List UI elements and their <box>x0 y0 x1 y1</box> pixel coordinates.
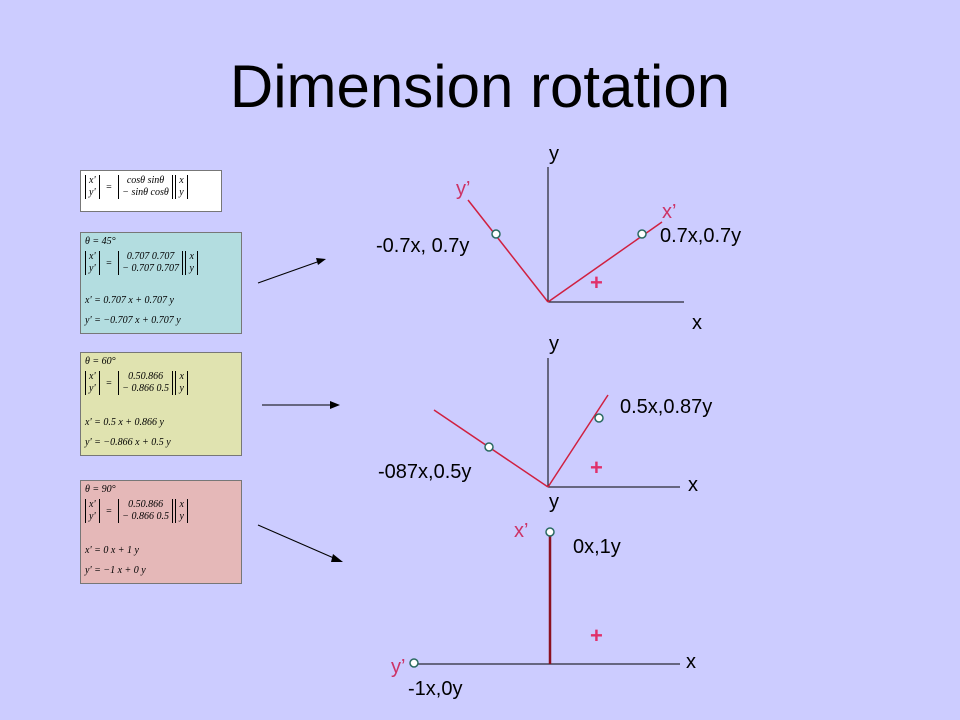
d60-x-axis-label: x <box>688 474 698 496</box>
matrix-bottom: − 0.866 0.5 <box>122 383 169 394</box>
matrix-top: cosθ sinθ <box>126 175 165 186</box>
equation-y-prime: y' = −0.866 x + 0.5 y <box>85 437 171 448</box>
d60-y-axis-label: y <box>549 333 559 355</box>
lhs-vector: x' y' <box>85 499 100 523</box>
d90-left-point-label: -1x,0y <box>408 678 463 700</box>
rhs-top: x <box>189 251 194 262</box>
d60-right-point-marker <box>594 413 604 423</box>
rhs-top: x <box>179 499 184 510</box>
matrix-bottom: − 0.707 0.707 <box>122 263 179 274</box>
rhs-bottom: y <box>179 511 184 522</box>
rotation-matrix: 0.707 0.707 − 0.707 0.707 <box>118 251 183 275</box>
d45-x-prime-label: x’ <box>662 201 677 223</box>
rhs-bottom: y <box>189 263 194 274</box>
lhs-top: x' <box>89 499 96 510</box>
rhs-vector: x y <box>175 371 188 395</box>
lhs-vector: x' y' <box>85 371 100 395</box>
arrow-90 <box>257 524 337 560</box>
matrix-top: 0.50.866 <box>128 371 164 382</box>
d45-right-point-marker <box>637 229 647 239</box>
arrow-45 <box>257 260 321 284</box>
theta-label: θ = 45° <box>85 236 116 247</box>
theta-label: θ = 60° <box>85 356 116 367</box>
arrow-90-head <box>331 554 343 562</box>
rhs-vector: x y <box>175 499 188 523</box>
d90-plus-sign: + <box>590 623 603 648</box>
rotation-matrix: cosθ sinθ − sinθ cosθ <box>118 175 173 199</box>
d90-y-prime-label: y’ <box>391 656 406 678</box>
d45-y-axis-label: y <box>549 143 559 165</box>
d90-y-axis-label: y <box>549 491 559 513</box>
lhs-bottom: y' <box>89 263 96 274</box>
arrow-45-head <box>316 258 326 265</box>
d60-left-point-label: -087x,0.5y <box>378 461 472 483</box>
d45-left-point-label: -0.7x, 0.7y <box>376 235 470 257</box>
d60-right-point-label: 0.5x,0.87y <box>620 396 713 418</box>
lhs-top: x' <box>89 251 96 262</box>
formula-box-60: θ = 60° x' y' = 0.50.866 − 0.866 0.5 x y… <box>80 352 242 456</box>
d45-left-point-marker <box>491 229 501 239</box>
equals-sign: = <box>106 505 112 517</box>
lhs-top: x' <box>89 175 96 186</box>
slide-title: Dimension rotation <box>229 53 731 120</box>
rhs-vector: x y <box>175 175 188 199</box>
formula-box-general: x' y' = cosθ sinθ − sinθ cosθ x y <box>80 170 222 212</box>
rhs-bottom: y <box>179 187 184 198</box>
lhs-bottom: y' <box>89 383 96 394</box>
equals-sign: = <box>106 257 112 269</box>
equation-y-prime: y' = −0.707 x + 0.707 y <box>85 315 181 326</box>
equation-x-prime: x' = 0.5 x + 0.866 y <box>85 417 164 428</box>
lhs-bottom: y' <box>89 187 96 198</box>
lhs-bottom: y' <box>89 511 96 522</box>
arrow-60-head <box>330 401 340 409</box>
matrix-bottom: − sinθ cosθ <box>122 187 169 198</box>
d60-plus-sign: + <box>590 455 603 480</box>
d90-left-point-marker <box>409 658 419 668</box>
d90-x-prime-label: x’ <box>514 520 529 542</box>
d60-left-point-marker <box>484 442 494 452</box>
d45-right-point-label: 0.7x,0.7y <box>660 225 742 247</box>
d90-x-axis-label: x <box>686 651 696 673</box>
equation-x-prime: x' = 0.707 x + 0.707 y <box>85 295 174 306</box>
d60-x-prime-axis <box>547 394 609 488</box>
lhs-vector: x' y' <box>85 251 100 275</box>
d45-plus-sign: + <box>590 270 603 295</box>
d45-y-prime-label: y’ <box>456 178 471 200</box>
formula-box-90: θ = 90° x' y' = 0.50.866 − 0.866 0.5 x y… <box>80 480 242 584</box>
d90-top-point-label: 0x,1y <box>573 536 621 558</box>
theta-label: θ = 90° <box>85 484 116 495</box>
equation-y-prime: y' = −1 x + 0 y <box>85 565 146 576</box>
matrix-bottom: − 0.866 0.5 <box>122 511 169 522</box>
rotation-matrix: 0.50.866 − 0.866 0.5 <box>118 371 173 395</box>
lhs-top: x' <box>89 371 96 382</box>
matrix-top: 0.50.866 <box>128 499 164 510</box>
lhs-vector: x' y' <box>85 175 100 199</box>
formula-box-45: θ = 45° x' y' = 0.707 0.707 − 0.707 0.70… <box>80 232 242 334</box>
rotation-matrix: 0.50.866 − 0.866 0.5 <box>118 499 173 523</box>
rhs-top: x <box>179 371 184 382</box>
d45-x-axis-label: x <box>692 312 702 334</box>
d45-y-prime-axis <box>467 199 549 303</box>
rhs-vector: x y <box>185 251 198 275</box>
equals-sign: = <box>106 377 112 389</box>
equals-sign: = <box>106 181 112 193</box>
matrix-top: 0.707 0.707 <box>126 251 175 262</box>
rhs-top: x <box>179 175 184 186</box>
equation-x-prime: x' = 0 x + 1 y <box>85 545 139 556</box>
rhs-bottom: y <box>179 383 184 394</box>
d90-top-point-marker <box>545 527 555 537</box>
